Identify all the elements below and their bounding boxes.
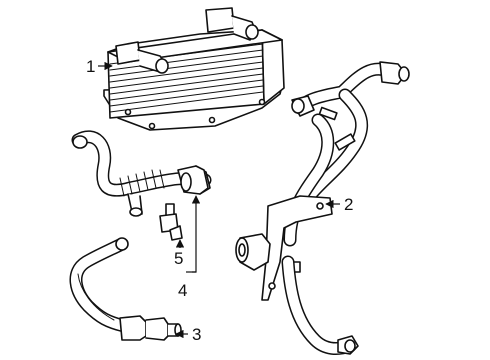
arrow-head-icon (191, 195, 201, 273)
oil-cooler[interactable] (103, 7, 285, 131)
callout-label-4: 4 (178, 281, 187, 300)
callout-label-3: 3 (192, 325, 201, 344)
cooler-hose-middle[interactable] (71, 130, 212, 217)
callout-label-1: 1 (86, 57, 95, 76)
callout-3: 3 (175, 325, 201, 344)
callout-5: 5 (174, 239, 185, 268)
callout-4: 4 (178, 195, 201, 300)
callout-2: 2 (325, 195, 353, 214)
cooler-hose-lower[interactable] (69, 237, 182, 341)
callout-label-5: 5 (174, 249, 183, 268)
temperature-sensor[interactable] (159, 203, 183, 241)
callout-label-2: 2 (344, 195, 353, 214)
callout-1: 1 (86, 57, 113, 76)
cooler-line-upper[interactable] (235, 61, 410, 355)
